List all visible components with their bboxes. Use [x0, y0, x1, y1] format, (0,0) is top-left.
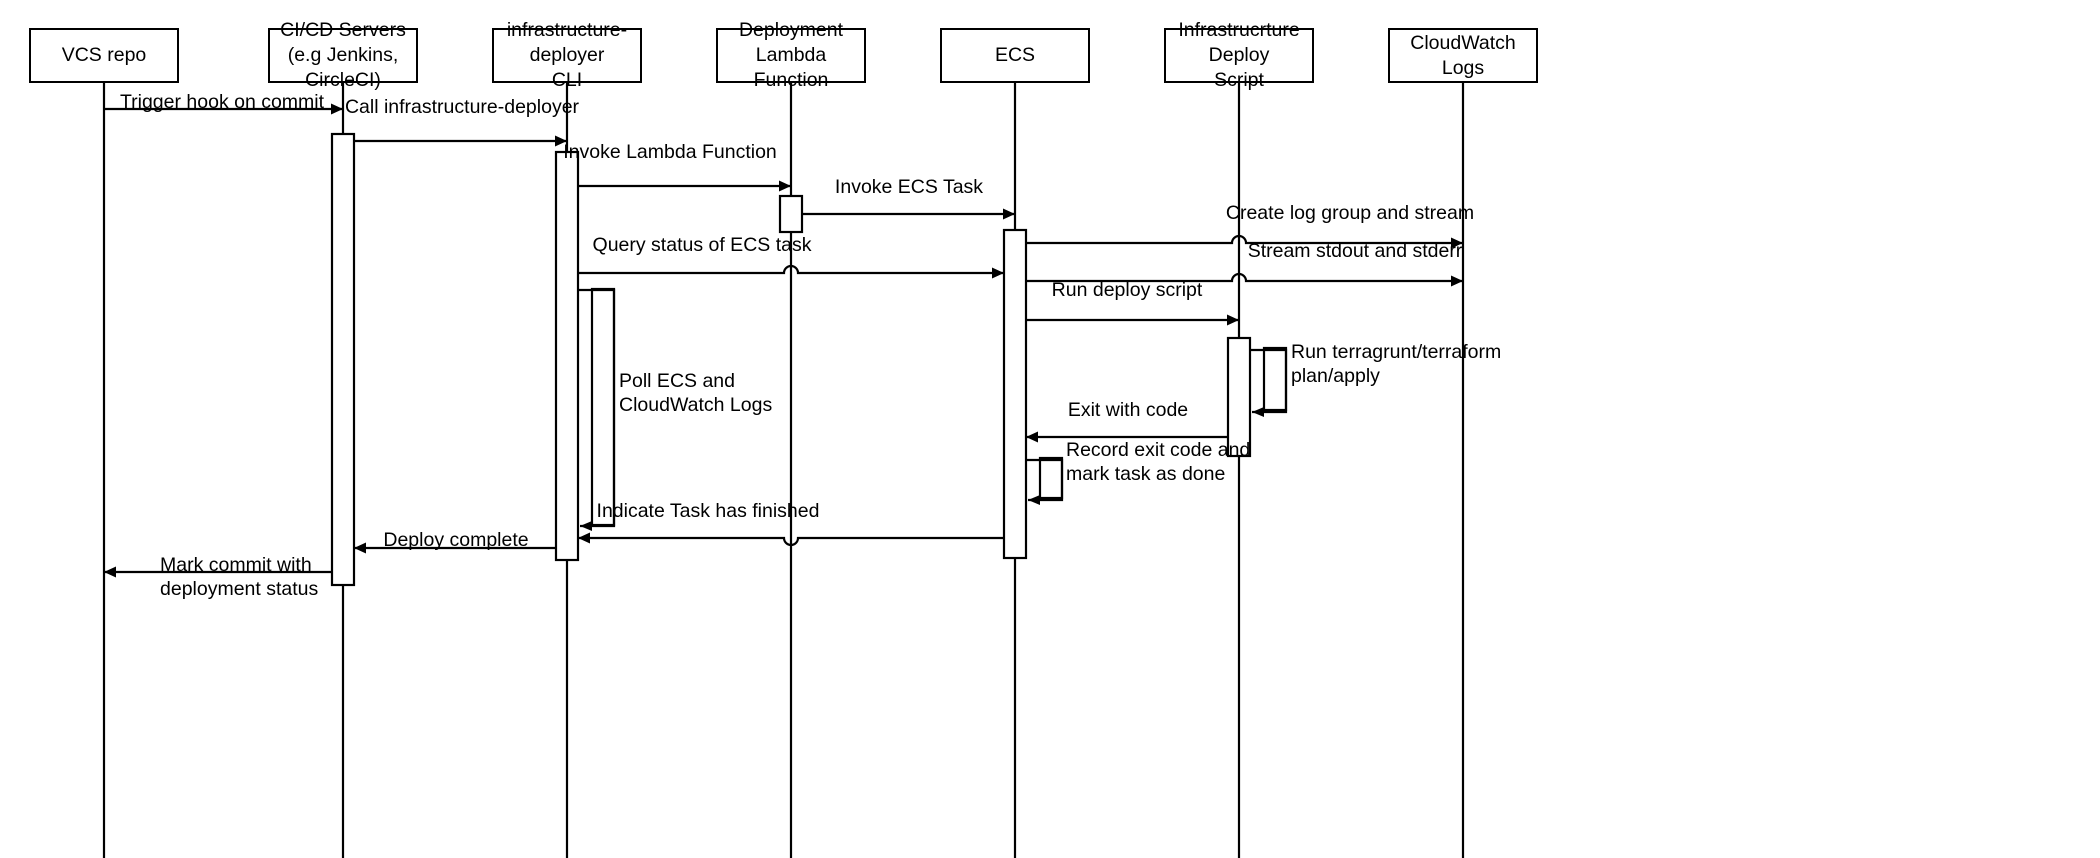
self-message-arrowhead-m9	[1252, 407, 1264, 417]
message-arrowhead-m11	[1026, 431, 1038, 443]
message-label-m2: Call infrastructure-deployer	[344, 96, 580, 118]
message-arrowhead-m14	[354, 542, 366, 554]
message-label-m7: Stream stdout and stderr	[1247, 240, 1463, 262]
message-label-m3: Invoke Lambda Function	[563, 141, 777, 163]
participant-box-lambda[interactable]: Deployment Lambda Function	[716, 19, 866, 91]
message-line-m7	[1026, 272, 1463, 283]
participant-box-cwlogs[interactable]: CloudWatch Logs	[1388, 28, 1538, 83]
participant-label-lambda: Deployment Lambda Function	[738, 19, 844, 91]
participant-box-deployscript[interactable]: Infrastrucrture Deploy Script	[1164, 19, 1314, 91]
participant-box-cicd[interactable]: CI/CD Servers (e.g Jenkins, CircleCI)	[268, 19, 418, 91]
participant-label-cwlogs: CloudWatch Logs	[1410, 31, 1516, 79]
message-line-m6	[578, 264, 1004, 275]
activation-bar-a-lambda	[778, 194, 804, 234]
message-arrowhead-m5	[1451, 237, 1463, 249]
message-label-m9: Run terragrunt/terraform plan/apply	[1291, 341, 1502, 388]
participant-box-ecs[interactable]: ECS	[940, 28, 1090, 83]
message-arrowhead-m7	[1451, 275, 1463, 287]
activation-bar-a-cli	[554, 150, 580, 562]
message-m15[interactable]	[104, 566, 332, 578]
message-arrowhead-m13	[578, 532, 590, 544]
self-message-arrowhead-m12	[1028, 495, 1040, 505]
message-m9[interactable]	[1250, 348, 1288, 417]
message-m11[interactable]	[1026, 431, 1228, 443]
activation-bar-a-ecs-self	[1038, 456, 1064, 500]
message-line-m5	[1026, 234, 1463, 245]
participant-label-cli: infrastructure-deployer CLI	[506, 19, 628, 91]
self-message-arrowhead-m10	[580, 521, 592, 531]
message-m4[interactable]	[802, 208, 1015, 220]
message-arrows-group	[104, 103, 1463, 578]
message-label-m5: Create log group and stream	[1225, 202, 1475, 224]
self-message-arrow-m9	[1250, 348, 1288, 414]
message-arrowhead-m3	[779, 180, 791, 192]
message-m1[interactable]	[104, 103, 343, 115]
message-m14[interactable]	[354, 542, 556, 554]
message-line-m13	[578, 536, 1004, 547]
self-message-arrow-m12	[1026, 458, 1064, 502]
message-m6[interactable]	[578, 264, 1004, 279]
message-label-m11: Exit with code	[1067, 399, 1189, 421]
message-m8[interactable]	[1026, 314, 1239, 326]
participant-box-vcs[interactable]: VCS repo	[29, 28, 179, 83]
activation-bar-a-cli-self	[590, 287, 616, 527]
message-m10[interactable]	[578, 288, 616, 531]
activation-bar-a-ecs	[1002, 228, 1028, 560]
message-arrowhead-m6	[992, 267, 1004, 279]
message-arrowhead-m1	[331, 103, 343, 115]
message-label-m6: Query status of ECS task	[592, 234, 812, 256]
message-label-m13: Indicate Task has finished	[596, 500, 820, 522]
participant-label-deployscript: Infrastrucrture Deploy Script	[1178, 19, 1300, 91]
participant-label-vcs: VCS repo	[61, 44, 147, 67]
message-label-m8: Run deploy script	[1051, 279, 1203, 301]
participant-label-ecs: ECS	[994, 44, 1036, 67]
message-m3[interactable]	[578, 180, 791, 192]
participant-label-cicd: CI/CD Servers (e.g Jenkins, CircleCI)	[280, 19, 406, 91]
activation-bar-a-script	[1226, 336, 1252, 458]
message-label-m15: Mark commit with deployment status	[160, 554, 319, 601]
participant-box-cli[interactable]: infrastructure-deployer CLI	[492, 19, 642, 91]
message-m5[interactable]	[1026, 234, 1463, 249]
activation-bars-group	[330, 132, 1288, 587]
message-arrowhead-m2	[555, 135, 567, 147]
message-arrowhead-m4	[1003, 208, 1015, 220]
message-m7[interactable]	[1026, 272, 1463, 287]
message-label-m12: Record exit code and mark task as done	[1066, 439, 1251, 486]
message-label-m4: Invoke ECS Task	[834, 176, 984, 198]
message-m2[interactable]	[354, 135, 567, 147]
activation-bar-a-script-self	[1262, 346, 1288, 412]
message-label-m14: Deploy complete	[383, 529, 529, 551]
message-arrowhead-m15	[104, 566, 116, 578]
message-arrowhead-m8	[1227, 314, 1239, 326]
message-label-m1: Trigger hook on commit	[119, 91, 325, 113]
self-message-arrow-m10	[578, 288, 616, 528]
message-m13[interactable]	[578, 532, 1004, 547]
message-m12[interactable]	[1026, 458, 1064, 505]
activation-bar-a-cicd	[330, 132, 356, 587]
message-label-m10: Poll ECS and CloudWatch Logs	[619, 370, 773, 417]
